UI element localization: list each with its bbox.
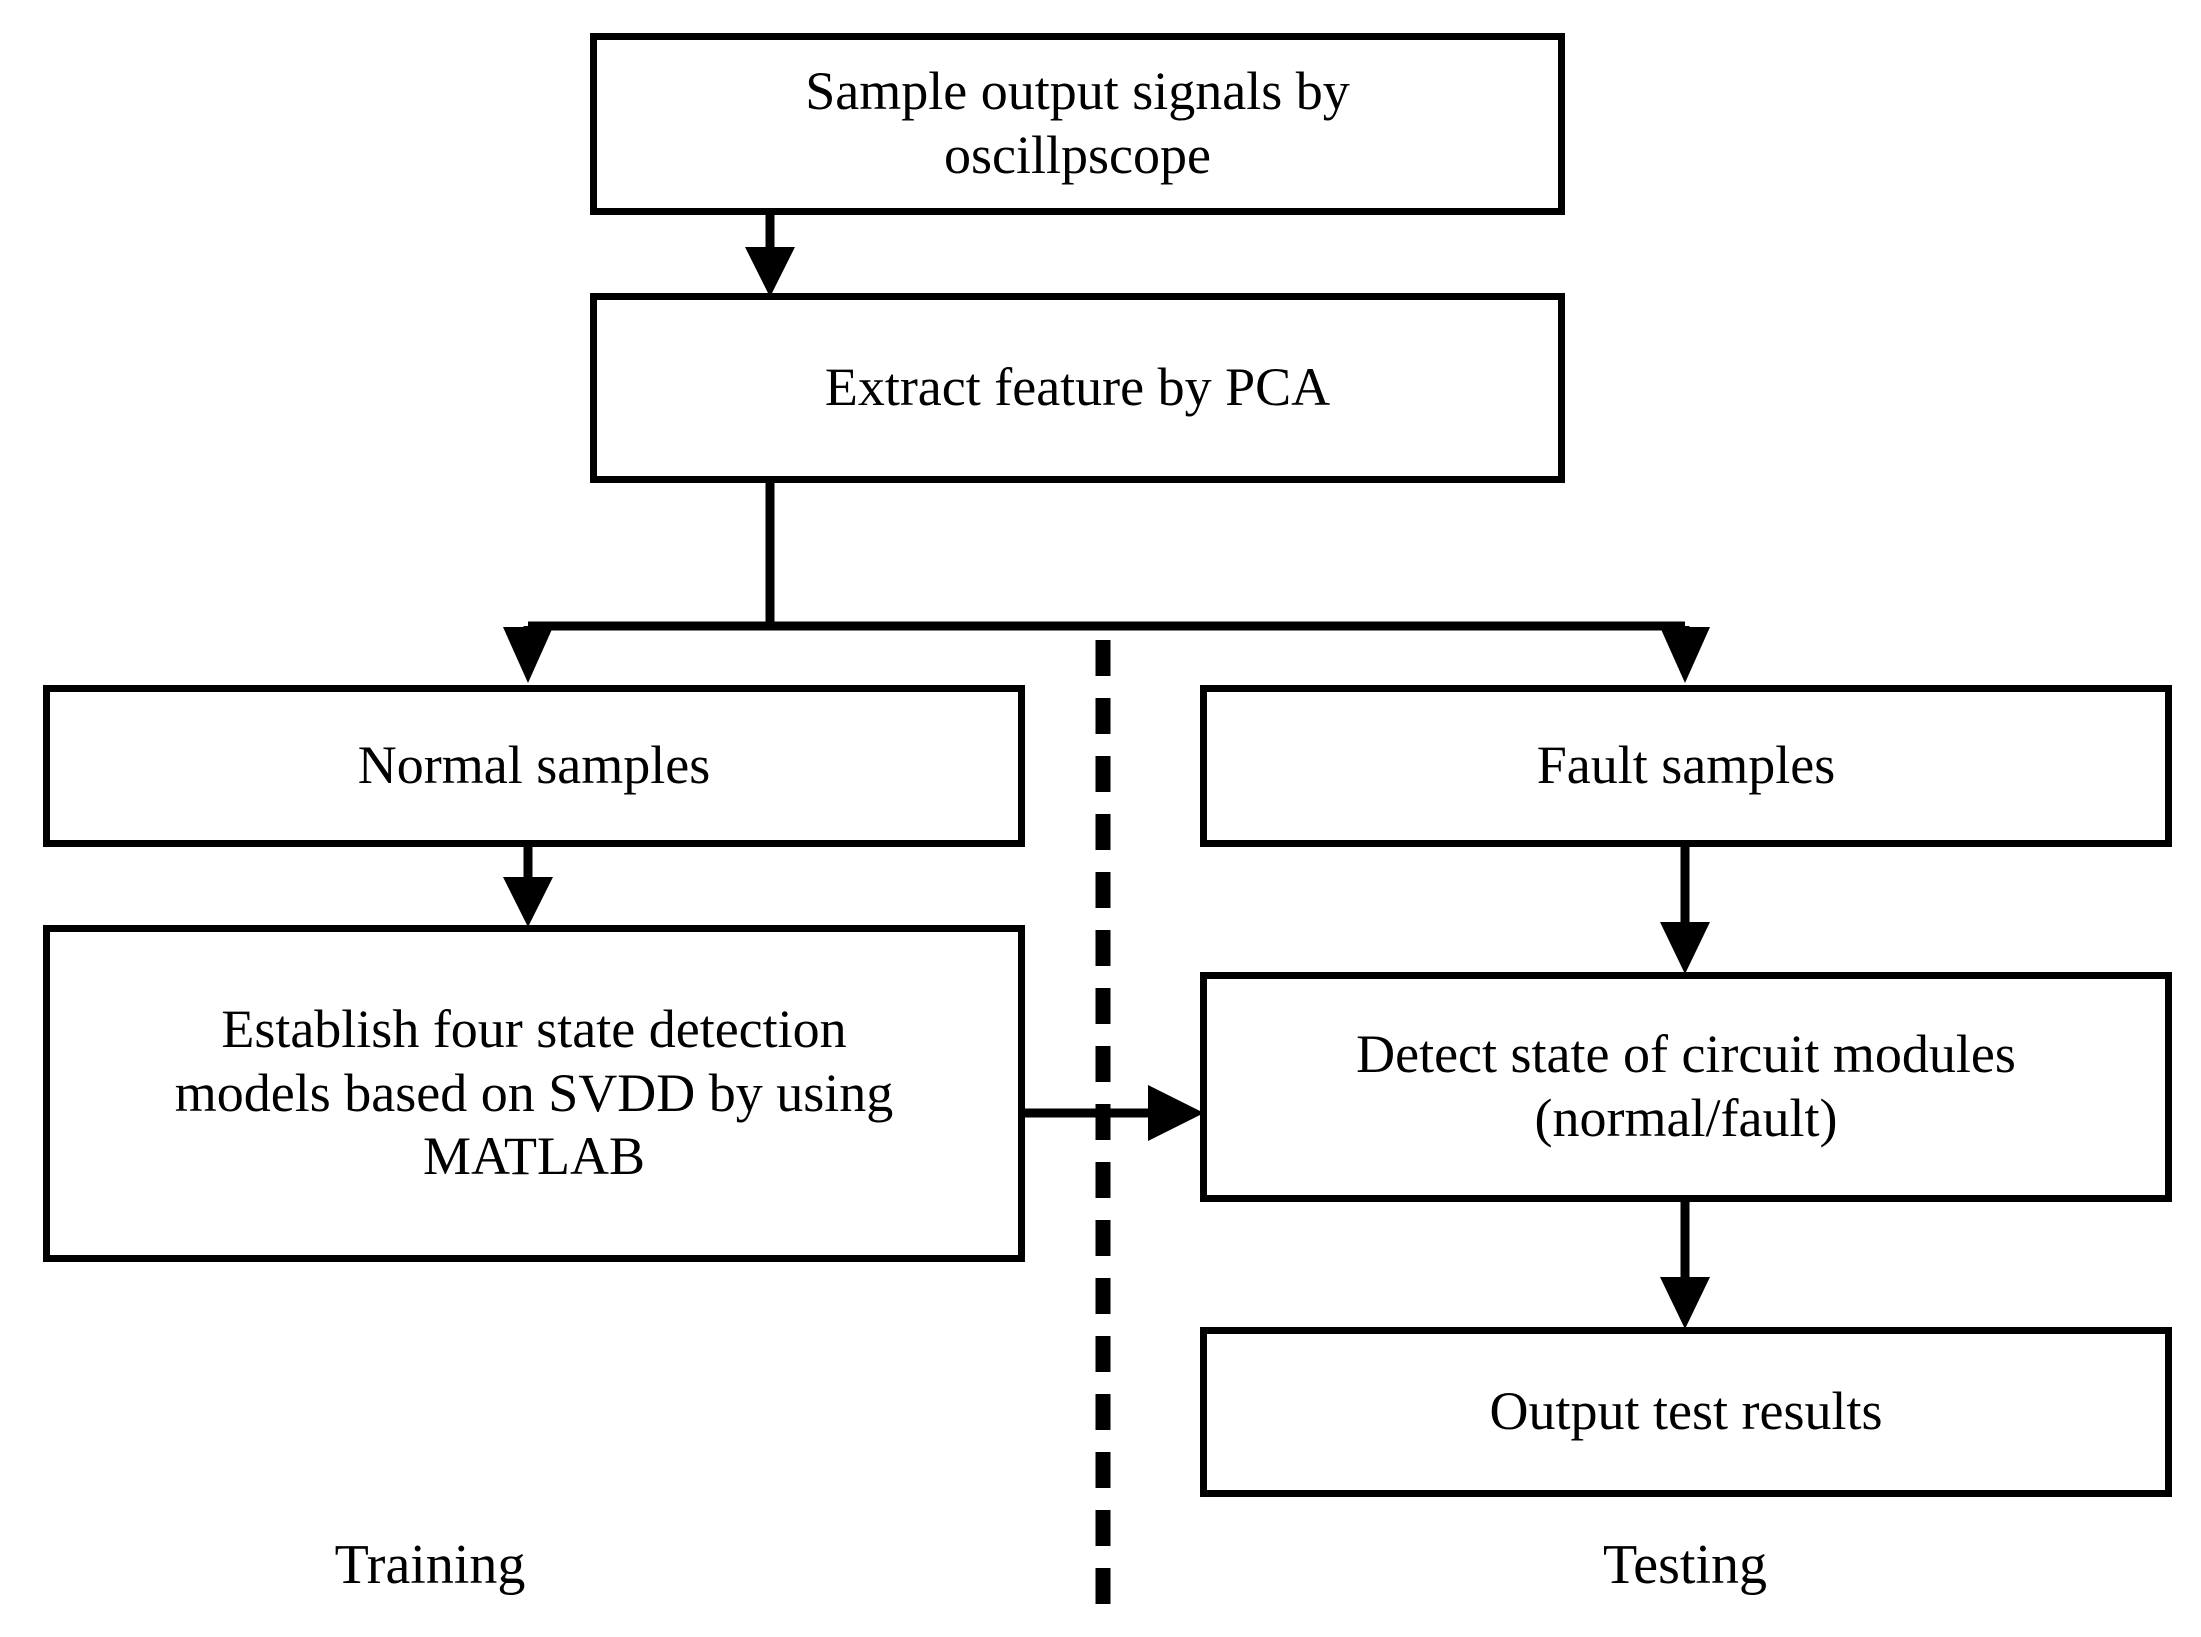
node-output-test-results[interactable]: Output test results: [1200, 1327, 2172, 1497]
edge-pca-branch: [523, 483, 1690, 638]
node-normal-samples-label: Normal samples: [357, 735, 711, 796]
node-establish-svdd-models[interactable]: Establish four state detection models ba…: [43, 925, 1025, 1262]
node-detect-circuit-state[interactable]: Detect state of circuit modules (normal/…: [1200, 972, 2172, 1202]
edge-sample-to-pca: [745, 215, 795, 297]
node-extract-feature-pca[interactable]: Extract feature by PCA: [590, 293, 1565, 483]
node-detect-circuit-state-label: Detect state of circuit modules (normal/…: [1356, 1024, 2016, 1148]
node-extract-feature-pca-label: Extract feature by PCA: [824, 357, 1331, 418]
node-fault-samples[interactable]: Fault samples: [1200, 685, 2172, 847]
node-establish-svdd-models-label: Establish four state detection models ba…: [174, 998, 894, 1187]
edge-normal-to-establish: [503, 847, 553, 927]
phase-label-testing: Testing: [1602, 1534, 1768, 1596]
phase-label-training: Training: [334, 1534, 526, 1596]
edge-detect-to-output: [1660, 1202, 1710, 1329]
edge-branch-to-fault: [1660, 627, 1710, 683]
edge-establish-to-detect: [1025, 1085, 1204, 1141]
edge-fault-to-detect: [1660, 847, 1710, 974]
node-fault-samples-label: Fault samples: [1536, 735, 1836, 796]
node-sample-output-signals-label: Sample output signals by oscillpscope: [805, 61, 1350, 185]
node-normal-samples[interactable]: Normal samples: [43, 685, 1025, 847]
edge-branch-to-normal: [503, 626, 553, 683]
node-sample-output-signals[interactable]: Sample output signals by oscillpscope: [590, 33, 1565, 215]
node-output-test-results-label: Output test results: [1489, 1381, 1883, 1442]
